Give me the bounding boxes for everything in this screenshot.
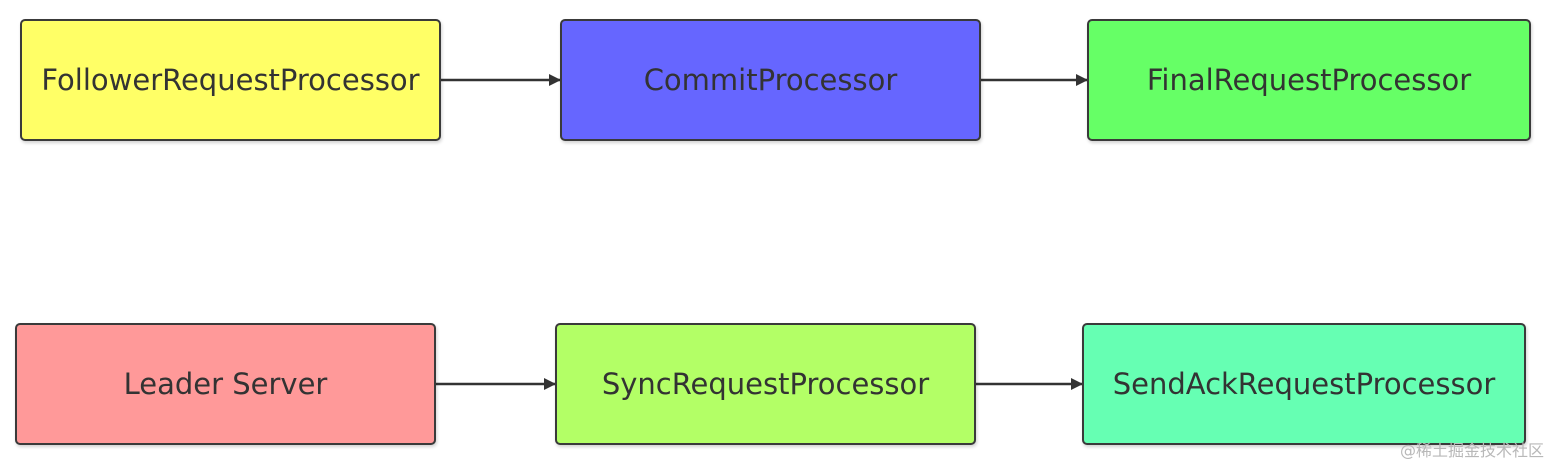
node-commit-processor: CommitProcessor — [560, 19, 981, 141]
node-leader-server: Leader Server — [15, 323, 436, 445]
node-sync-request-processor: SyncRequestProcessor — [555, 323, 976, 445]
node-follower-request-processor: FollowerRequestProcessor — [20, 19, 441, 141]
node-send-ack-request-processor: SendAckRequestProcessor — [1082, 323, 1526, 445]
watermark: @稀土掘金技术社区 — [1399, 441, 1544, 460]
node-final-request-processor: FinalRequestProcessor — [1087, 19, 1531, 141]
